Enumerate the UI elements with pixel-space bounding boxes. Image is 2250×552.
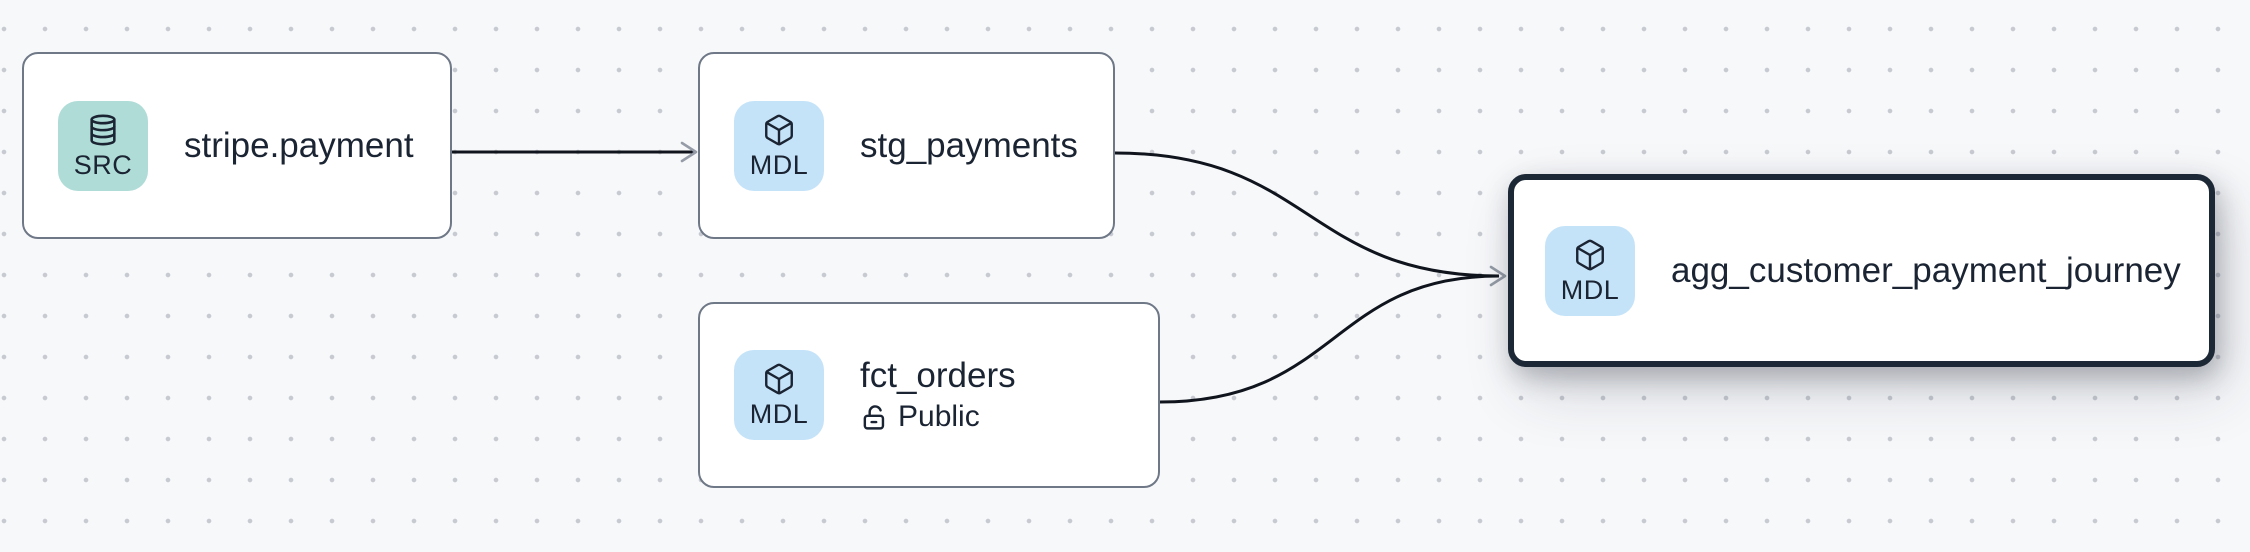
edge-fct-orders-to-agg[interactable] [1159,274,1500,404]
node-title: stripe.payment [184,125,414,165]
box-icon [1576,239,1604,270]
badge-label: MDL [749,149,809,180]
badge-label: MDL [1560,274,1620,305]
model-badge: MDL [1545,225,1635,316]
access-label: Public [898,400,980,433]
node-stripe-payment[interactable]: SRC stripe.payment [22,52,452,239]
node-fct-orders[interactable]: MDL fct_orders Public [698,302,1160,488]
node-title: agg_customer_payment_journey [1671,250,2181,290]
node-stg-payments[interactable]: MDL stg_payments [698,52,1115,239]
node-title: stg_payments [860,125,1078,165]
edge-stg-payments-to-agg[interactable] [1114,151,1500,278]
arrowhead-icon [1489,265,1507,287]
database-icon [90,114,116,145]
access-row: Public [860,398,1016,436]
arrowhead-icon [680,141,698,163]
node-title: fct_orders [860,356,1016,395]
unlock-icon [863,404,885,430]
badge-label: MDL [749,399,809,429]
model-badge: MDL [734,350,824,440]
node-agg-customer-payment-journey[interactable]: MDL agg_customer_payment_journey [1508,174,2215,367]
source-badge: SRC [58,100,148,191]
model-badge: MDL [734,100,824,191]
box-icon [765,363,793,395]
badge-label: SRC [73,149,133,180]
box-icon [765,114,793,145]
